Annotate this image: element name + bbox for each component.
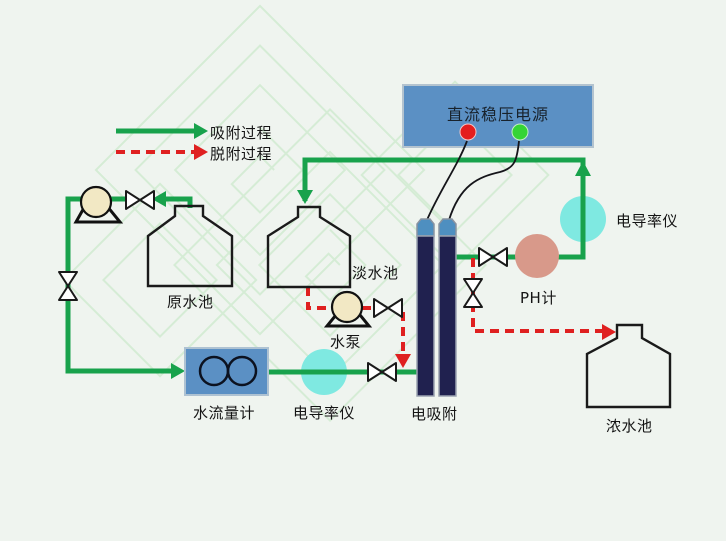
- valve-icon-pump-line: [373, 298, 403, 318]
- valve-icon-raw-line: [125, 190, 155, 210]
- concentrate-tank-shape: [585, 323, 672, 409]
- valve-icon-outlet-line: [478, 247, 508, 267]
- electrode-cap-left: [416, 218, 435, 237]
- feed-pump-icon: [73, 185, 124, 224]
- electrode-bar-left: [416, 235, 435, 397]
- electrode-bar-right: [438, 235, 457, 397]
- power-indicator-green-icon: [511, 123, 529, 141]
- dc-power-supply-box: [402, 84, 594, 148]
- fresh-water-tank-shape: [266, 205, 352, 289]
- raw-water-tank-shape: [146, 204, 234, 288]
- electro-adsorption-icon: [416, 218, 457, 397]
- red-arrowheads: [194, 144, 616, 368]
- valve-icon-left-line: [58, 271, 78, 301]
- power-indicator-red-icon: [459, 123, 477, 141]
- water-pump-icon: [323, 290, 373, 328]
- ph-meter-icon: [515, 234, 559, 278]
- power-wires: [426, 140, 520, 221]
- electrode-cap-right: [438, 218, 457, 237]
- flow-meter-icon: [184, 347, 269, 396]
- valve-icon-drain-line: [463, 278, 483, 308]
- green-arrowheads: [152, 123, 591, 379]
- valve-icon-inlet-line: [367, 362, 397, 382]
